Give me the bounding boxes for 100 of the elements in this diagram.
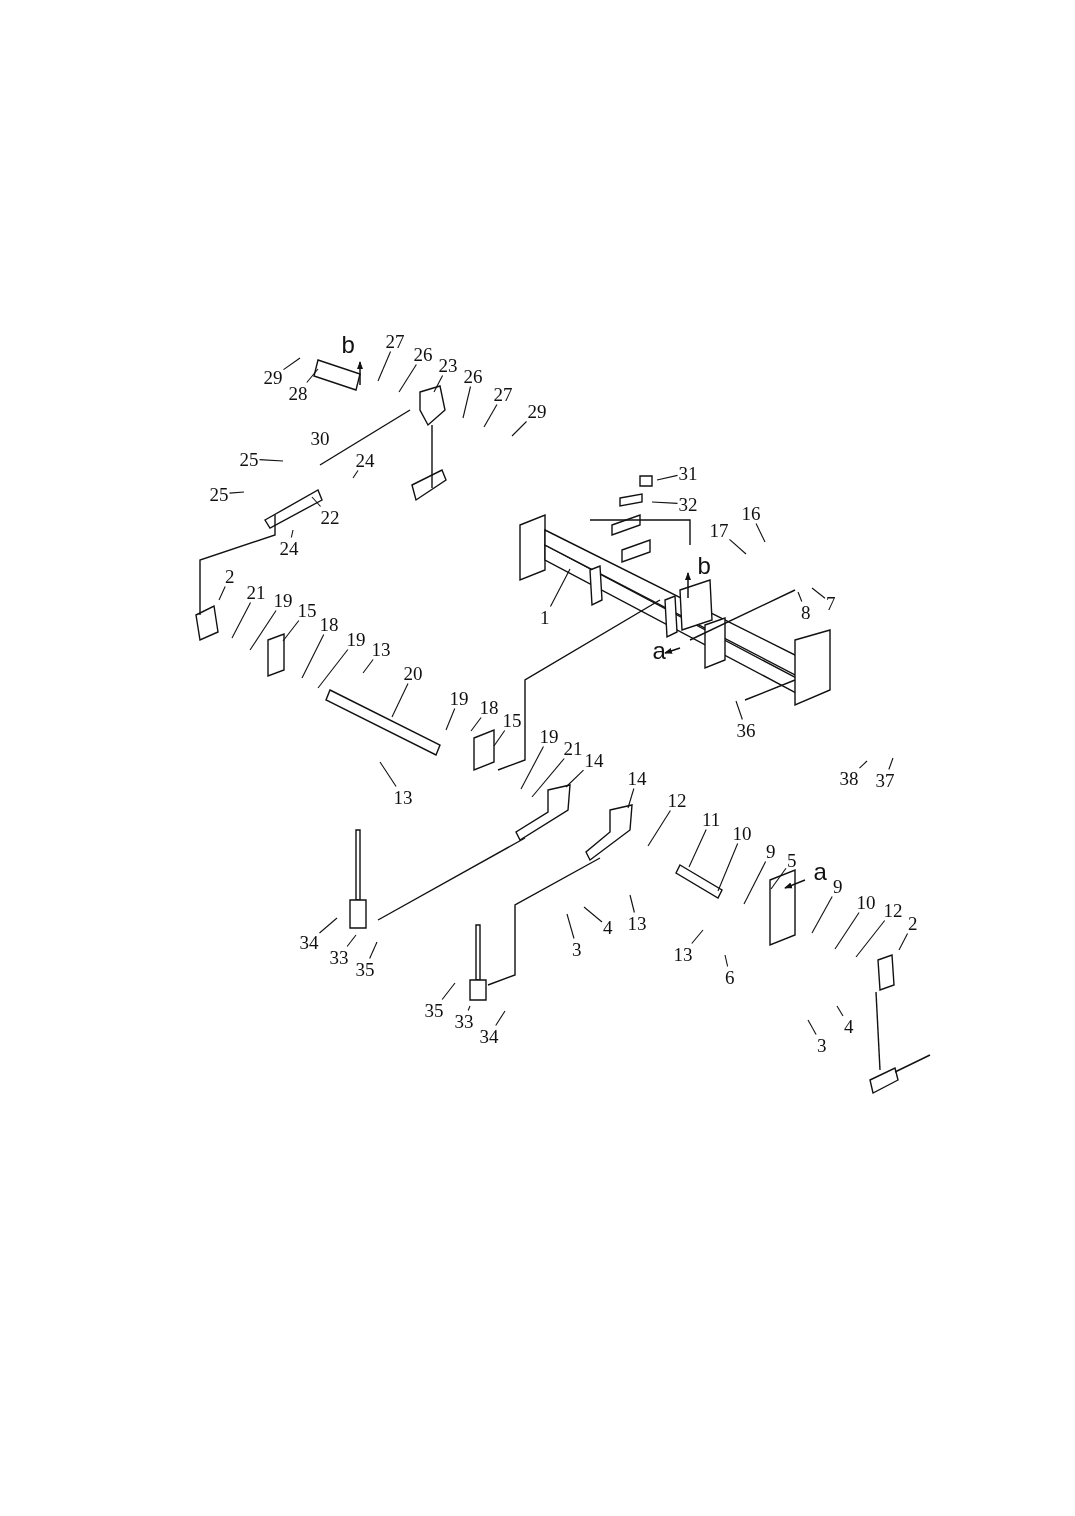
leader-line bbox=[306, 368, 319, 384]
leader-line bbox=[301, 633, 325, 679]
callout-number: 13 bbox=[673, 944, 693, 964]
leader-line bbox=[531, 757, 565, 798]
leader-line bbox=[258, 459, 284, 462]
leader-line bbox=[566, 913, 575, 940]
callout-number: 21 bbox=[563, 738, 583, 758]
callout-number: 19 bbox=[346, 629, 366, 649]
leader-line bbox=[755, 522, 766, 543]
leader-line bbox=[467, 1005, 471, 1012]
leader-line bbox=[493, 729, 506, 747]
callout-number: 10 bbox=[732, 823, 752, 843]
callout-number: 13 bbox=[627, 913, 647, 933]
callout-number: 27 bbox=[385, 331, 405, 351]
callout-number: 31 bbox=[678, 463, 698, 483]
callout-number: 25 bbox=[239, 449, 259, 469]
leader-line bbox=[834, 911, 860, 950]
view-letter: b bbox=[341, 333, 355, 357]
callout-number: 6 bbox=[725, 967, 735, 987]
leader-line bbox=[369, 941, 378, 960]
leader-line bbox=[691, 929, 704, 945]
leader-line bbox=[735, 700, 743, 721]
callout-number: 22 bbox=[320, 507, 340, 527]
callout-number: 9 bbox=[833, 876, 843, 896]
callout-number: 10 bbox=[856, 892, 876, 912]
callout-number: 23 bbox=[438, 355, 458, 375]
leader-line bbox=[647, 809, 671, 847]
callout-number: 36 bbox=[736, 720, 756, 740]
callout-number: 13 bbox=[393, 787, 413, 807]
callout-number: 15 bbox=[502, 710, 522, 730]
callout-number: 15 bbox=[297, 600, 317, 620]
leader-line bbox=[290, 529, 294, 539]
callout-number: 33 bbox=[454, 1011, 474, 1031]
leader-line bbox=[858, 760, 868, 769]
callout-number: 13 bbox=[371, 639, 391, 659]
callout-number: 2 bbox=[225, 566, 235, 586]
callout-number: 26 bbox=[463, 366, 483, 386]
leader-line bbox=[651, 501, 679, 504]
callout-number: 19 bbox=[273, 590, 293, 610]
leader-line bbox=[855, 919, 886, 958]
leader-line bbox=[218, 585, 226, 601]
callout-number: 35 bbox=[355, 959, 375, 979]
callout-number: 7 bbox=[826, 593, 836, 613]
view-letter: a bbox=[652, 639, 666, 663]
leader-line bbox=[511, 420, 528, 437]
leader-line bbox=[433, 374, 444, 393]
leader-line bbox=[249, 609, 277, 651]
leader-line bbox=[346, 934, 357, 948]
leader-line bbox=[228, 491, 245, 494]
callout-number: 12 bbox=[883, 900, 903, 920]
leader-line bbox=[811, 587, 826, 599]
callout-number: 2 bbox=[908, 913, 918, 933]
callout-number: 9 bbox=[766, 841, 776, 861]
callout-number: 11 bbox=[702, 809, 721, 829]
leader-line bbox=[483, 403, 498, 428]
callout-number: 34 bbox=[479, 1026, 499, 1046]
leader-line bbox=[391, 682, 409, 718]
callout-number: 29 bbox=[263, 367, 283, 387]
leader-line bbox=[888, 757, 894, 771]
leader-line bbox=[688, 828, 707, 868]
callout-number: 5 bbox=[787, 850, 797, 870]
callout-number: 18 bbox=[479, 697, 499, 717]
leader-line bbox=[797, 591, 803, 603]
leader-line bbox=[656, 474, 679, 481]
callout-number: 30 bbox=[310, 428, 330, 448]
callout-number: 37 bbox=[875, 770, 895, 790]
leader-line bbox=[282, 619, 300, 642]
callout-number: 29 bbox=[527, 401, 547, 421]
leader-line bbox=[318, 917, 338, 934]
callout-number: 19 bbox=[449, 688, 469, 708]
callout-number: 16 bbox=[741, 503, 761, 523]
leader-line bbox=[743, 860, 767, 905]
leader-line bbox=[629, 894, 635, 914]
view-letter: b bbox=[697, 554, 711, 578]
callout-number: 3 bbox=[572, 939, 582, 959]
callout-number: 4 bbox=[844, 1016, 854, 1036]
callout-number: 3 bbox=[817, 1035, 827, 1055]
leader-line bbox=[470, 716, 482, 732]
callout-number: 32 bbox=[678, 494, 698, 514]
callout-number: 33 bbox=[329, 947, 349, 967]
leader-line bbox=[495, 1010, 506, 1027]
leader-line bbox=[898, 932, 909, 951]
leader-line bbox=[362, 658, 374, 674]
callout-number: 4 bbox=[603, 917, 613, 937]
leader-line bbox=[311, 496, 322, 508]
leader-line bbox=[282, 357, 301, 371]
callout-number: 14 bbox=[627, 768, 647, 788]
callout-number: 28 bbox=[288, 383, 308, 403]
leader-line bbox=[565, 769, 585, 788]
leader-line bbox=[549, 568, 571, 608]
callout-number: 35 bbox=[424, 1000, 444, 1020]
callout-number: 19 bbox=[539, 726, 559, 746]
leader-line bbox=[398, 363, 417, 393]
leader-line bbox=[379, 761, 397, 788]
leader-line bbox=[520, 745, 544, 790]
callout-number: 14 bbox=[584, 750, 604, 770]
callout-number: 24 bbox=[279, 538, 299, 558]
leader-line bbox=[627, 787, 635, 809]
callout-number: 8 bbox=[801, 602, 811, 622]
callout-number: 17 bbox=[709, 520, 729, 540]
